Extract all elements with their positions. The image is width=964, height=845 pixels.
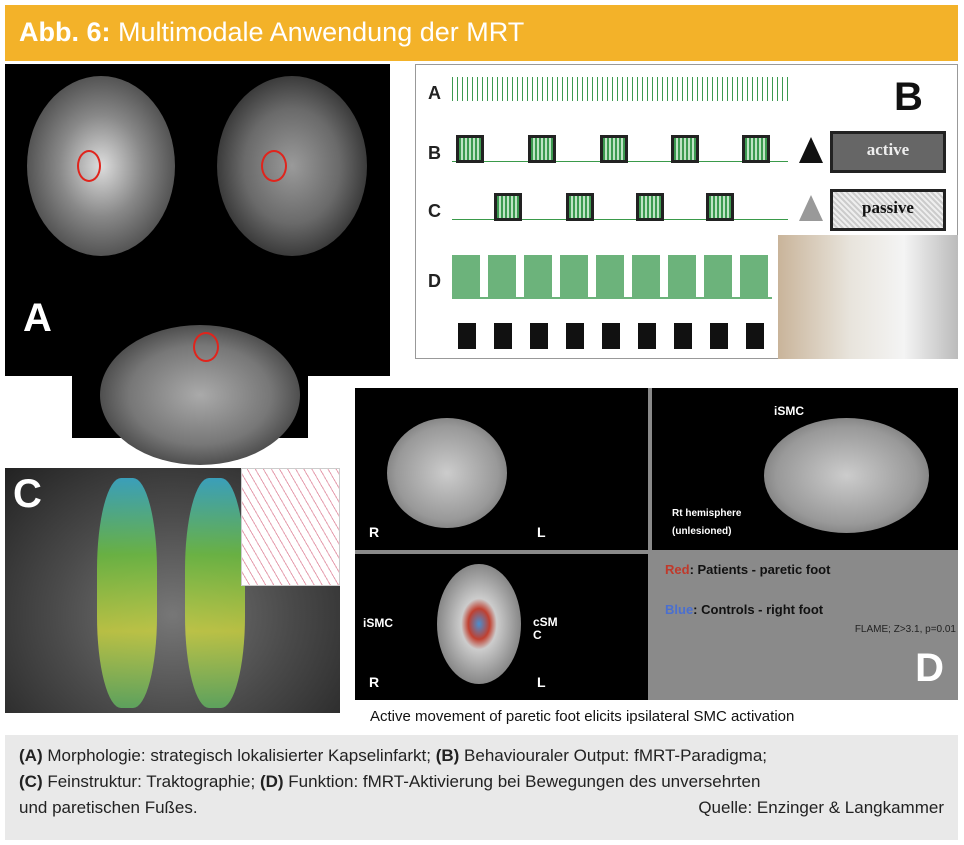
axial-view: iSMC cSM C R L <box>355 554 648 700</box>
active-block <box>600 135 628 163</box>
csmc-label: cSM C <box>533 615 558 642</box>
active-arrow-icon <box>799 137 823 163</box>
sagittal-t1-image <box>72 325 308 465</box>
row-label: D <box>428 271 441 291</box>
stats-text: FLAME; Z>3.1, p=0.01 <box>854 624 956 635</box>
label-right: R <box>369 674 380 690</box>
panel-b-paradigm: A B C D B active passive <box>415 64 958 359</box>
legend-blue-key: Blue <box>665 602 694 617</box>
passive-legend: passive <box>830 189 946 231</box>
label-right: R <box>369 524 380 540</box>
passive-block <box>566 193 594 221</box>
figure-caption: Active movement of paretic foot elicits … <box>370 708 795 725</box>
stimulus-arrows <box>458 323 770 349</box>
figure-number: Abb. 6: <box>19 17 111 47</box>
caption-text: Feinstruktur: Traktographie; <box>42 772 260 791</box>
lesion-marker <box>261 150 287 182</box>
caption-label: (B) <box>435 746 460 765</box>
panel-a: A <box>5 64 390 376</box>
legend-blue-text: : Controls - right foot <box>693 602 824 617</box>
ismc-label: iSMC <box>774 404 804 418</box>
passive-block <box>706 193 734 221</box>
panel-letter: A <box>23 296 52 340</box>
sagittal-brain <box>764 418 929 533</box>
sagittal-view: iSMC Rt hemisphere (unlesioned) <box>652 388 958 550</box>
caption-box: (A) Morphologie: strategisch lokalisiert… <box>5 735 958 840</box>
tract-left <box>97 478 157 708</box>
caption-label: (D) <box>259 772 284 791</box>
passive-block <box>494 193 522 221</box>
caption-text: Morphologie: strategisch lokalisierter K… <box>42 746 436 765</box>
active-block <box>671 135 699 163</box>
axial-t2-image <box>27 76 175 256</box>
active-block <box>742 135 770 163</box>
legend-blue: Blue: Controls - right foot <box>665 602 823 617</box>
panel-letter: D <box>915 646 944 690</box>
panel-letter: B <box>894 75 923 119</box>
passive-block <box>636 193 664 221</box>
anatomy-inset <box>241 468 340 586</box>
trace-a <box>452 77 788 101</box>
panel-letter: C <box>13 472 42 516</box>
legend-red: Red: Patients - paretic foot <box>665 562 830 577</box>
figure-header: Abb. 6: Multimodale Anwendung der MRT <box>5 5 958 61</box>
label-left: L <box>537 674 546 690</box>
caption-text: Behaviouraler Output: fMRT-Paradigma; <box>459 746 768 765</box>
active-block <box>528 135 556 163</box>
unlesioned-label: (unlesioned) <box>672 526 732 537</box>
row-label: A <box>428 83 441 103</box>
legend-red-key: Red <box>665 562 690 577</box>
caption-line-2: (C) Feinstruktur: Traktographie; (D) Fun… <box>19 769 944 795</box>
caption-label: (C) <box>19 772 43 791</box>
caption-line-3: und paretischen Fußes. Quelle: Enzinger &… <box>19 795 944 821</box>
active-legend: active <box>830 131 946 173</box>
hemisphere-label: Rt hemisphere <box>672 508 742 519</box>
figure-title: Multimodale Anwendung der MRT <box>118 17 525 47</box>
panel-d-fmri: R L iSMC Rt hemisphere (unlesioned) iSMC… <box>355 388 958 700</box>
row-label: C <box>428 201 441 221</box>
source-credit: Quelle: Enzinger & Langkammer <box>698 798 944 817</box>
tract-right <box>185 478 245 708</box>
caption-label: (A) <box>19 746 43 765</box>
active-block <box>456 135 484 163</box>
axial-flair-image <box>217 76 367 256</box>
legend-red-text: : Patients - paretic foot <box>689 562 831 577</box>
caption-text: und paretischen Fußes. <box>19 798 198 817</box>
scanner-photo <box>778 235 958 359</box>
axial-brain <box>437 564 521 684</box>
passive-arrow-icon <box>799 195 823 221</box>
coronal-brain <box>387 418 507 528</box>
baseline <box>452 219 788 220</box>
panel-c-tractography: C <box>5 468 340 713</box>
trace-d <box>452 255 772 299</box>
lesion-marker <box>77 150 101 182</box>
coronal-view: R L <box>355 388 648 550</box>
caption-line-1: (A) Morphologie: strategisch lokalisiert… <box>19 743 944 769</box>
label-left: L <box>537 524 546 540</box>
row-label: B <box>428 143 441 163</box>
lesion-marker <box>193 332 219 362</box>
ismc-label: iSMC <box>363 616 393 630</box>
caption-text: Funktion: fMRT-Aktivierung bei Bewegunge… <box>283 772 761 791</box>
